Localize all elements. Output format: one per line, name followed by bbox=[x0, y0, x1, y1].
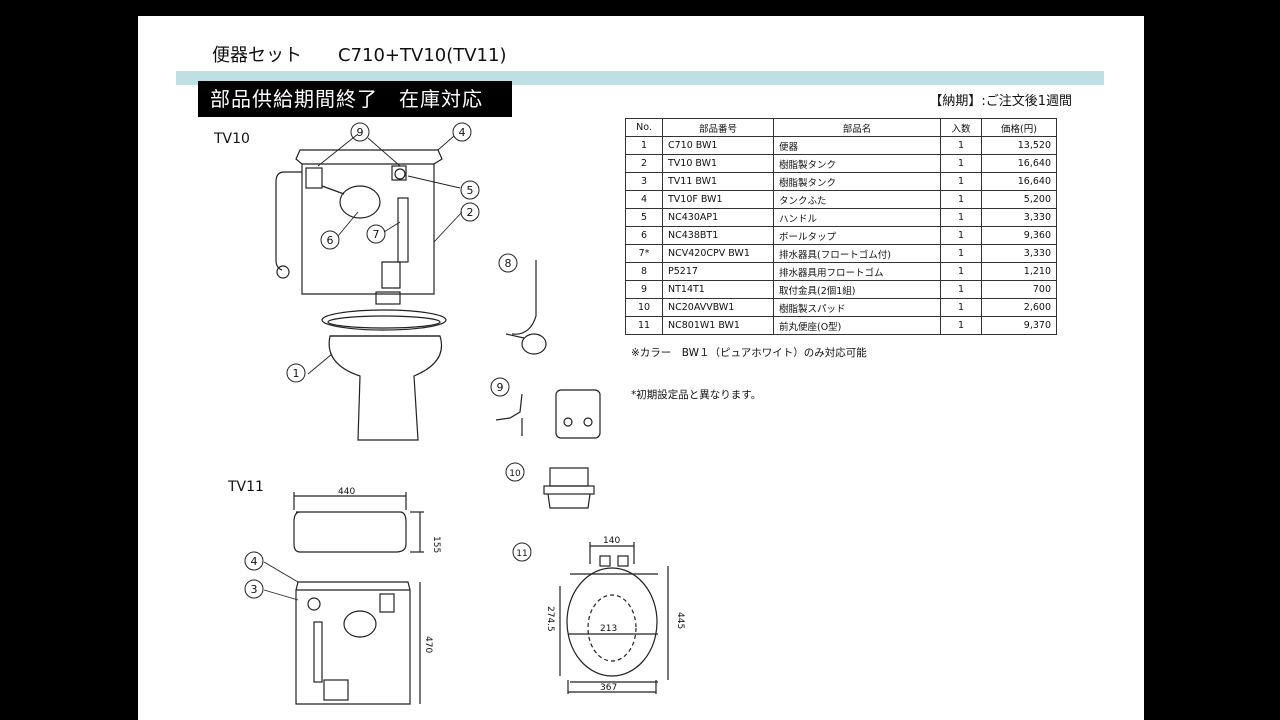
dim-seat-opening: 213 bbox=[600, 624, 617, 634]
dim-seat-width: 367 bbox=[600, 683, 617, 693]
label-tv10: TV10 bbox=[214, 131, 250, 147]
callout-5: 5 bbox=[467, 184, 474, 197]
bowl-drawing bbox=[321, 309, 447, 441]
callout-1: 1 bbox=[293, 367, 300, 380]
callout-circles bbox=[244, 122, 532, 599]
dim-tank-height: 470 bbox=[423, 636, 433, 653]
leader-lines bbox=[263, 133, 463, 601]
tv11-tank-drawing bbox=[295, 581, 421, 705]
callout-numbers: 9 4 5 2 6 7 1 8 9 10 11 4 3 bbox=[251, 126, 528, 596]
dimension-labels: 440 155 470 140 445 274.5 213 367 bbox=[338, 487, 685, 693]
callout-10: 10 bbox=[509, 469, 521, 479]
callout-4: 4 bbox=[459, 126, 466, 139]
cell-price: 9,370 bbox=[981, 316, 1057, 335]
dim-seat-inner: 274.5 bbox=[545, 606, 555, 632]
parts-diagram: 9 4 5 2 6 7 1 8 9 10 11 4 3 440 155 470 … bbox=[244, 122, 685, 705]
dim-seat-hinge: 140 bbox=[603, 536, 620, 546]
page-title: 便器セット C710+TV10(TV11) bbox=[212, 45, 507, 66]
part9-drawing bbox=[495, 389, 601, 439]
dim-seat-depth: 445 bbox=[675, 612, 685, 629]
label-tv11: TV11 bbox=[228, 479, 264, 495]
cell-no: 11 bbox=[625, 316, 663, 335]
callout-3: 3 bbox=[251, 583, 258, 596]
table-header-row: No. 部品番号 部品名 入数 価格(円) bbox=[625, 118, 1057, 137]
part8-drawing bbox=[505, 260, 547, 355]
delivery-note: 【納期】:ご注文後1週間 bbox=[929, 94, 1072, 109]
part10-drawing bbox=[543, 467, 595, 509]
part11-drawing bbox=[559, 542, 669, 694]
color-note: ※カラー BW１（ピュアホワイト）のみ対応可能 bbox=[631, 347, 867, 359]
callout-9: 9 bbox=[357, 126, 364, 139]
tv10-tank-drawing bbox=[275, 149, 443, 305]
discontinued-banner: 部品供給期間終了 在庫対応 bbox=[198, 81, 512, 117]
callout-8: 8 bbox=[505, 257, 512, 270]
tv11-lid-drawing bbox=[293, 492, 424, 553]
callout-7: 7 bbox=[373, 228, 380, 241]
callout-11: 11 bbox=[516, 549, 527, 559]
callout-4b: 4 bbox=[251, 555, 258, 568]
dim-lid-height: 155 bbox=[431, 536, 441, 553]
callout-9b: 9 bbox=[497, 381, 504, 394]
initial-setting-note: *初期設定品と異なります。 bbox=[631, 389, 762, 401]
cell-quantity: 1 bbox=[940, 316, 982, 335]
dim-lid-width: 440 bbox=[338, 487, 355, 497]
callout-2: 2 bbox=[467, 206, 474, 219]
document-page: 便器セット C710+TV10(TV11) 部品供給期間終了 在庫対応 【納期】… bbox=[138, 16, 1144, 720]
callout-6: 6 bbox=[327, 234, 334, 247]
